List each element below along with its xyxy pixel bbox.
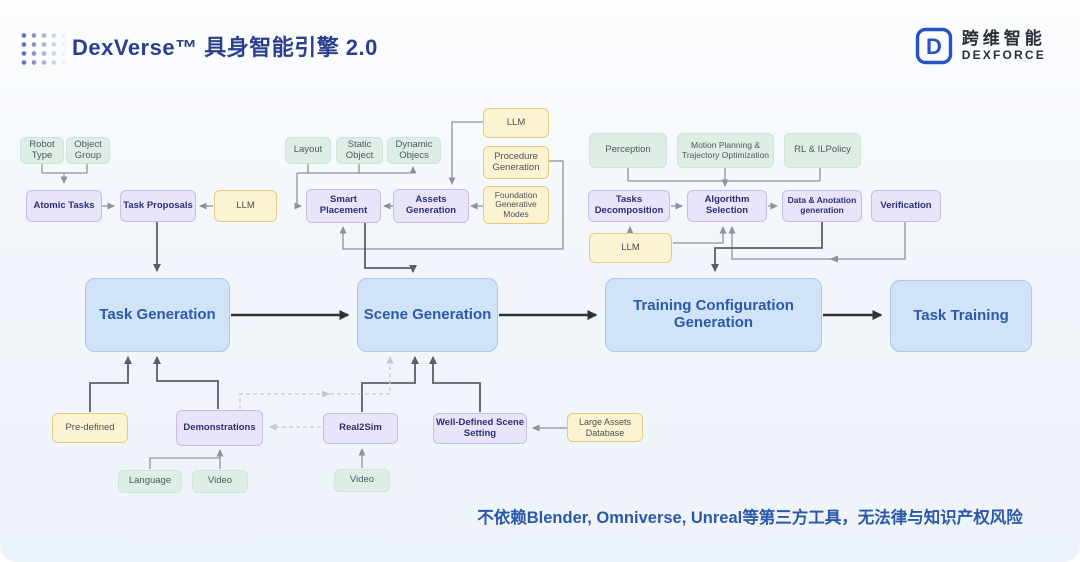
node-label: Motion Planning & Trajectory Optimizatio… — [681, 139, 770, 160]
node-label: Well-Defined Scene Setting — [436, 416, 524, 439]
mid-arrowhead-verification — [829, 255, 838, 263]
node-label: LLM — [236, 199, 255, 211]
dexforce-logo-icon: D — [915, 27, 952, 65]
node-label: Task Generation — [99, 305, 216, 323]
node-static-object: Static Object — [336, 137, 383, 164]
node-data-anotation-generation: Data & Anotation generation — [782, 190, 862, 222]
node-llm-top: LLM — [483, 108, 549, 138]
node-language: Language — [118, 470, 182, 493]
node-rl-il-policy: RL & ILPolicy — [784, 133, 861, 168]
node-label: Large Assets Database — [578, 417, 632, 438]
node-task-training: Task Training — [890, 280, 1032, 352]
node-well-defined-scene-setting: Well-Defined Scene Setting — [433, 413, 527, 444]
node-robot-type: Robot Type — [20, 137, 64, 164]
node-dynamic-objects: Dynamic Objecs — [387, 137, 441, 164]
node-foundation-generative-modes: Foundation Generative Modes — [483, 186, 549, 224]
node-algorithm-selection: Algorithm Selection — [687, 190, 767, 222]
svg-text:D: D — [926, 34, 942, 59]
node-label: Algorithm Selection — [704, 194, 750, 216]
mid-arrowhead-dashed — [322, 390, 331, 398]
node-object-group: Object Group — [66, 137, 110, 164]
node-label: Real2Sim — [339, 422, 382, 434]
node-pre-defined: Pre-defined — [52, 413, 128, 443]
node-label: Assets Generation — [405, 194, 457, 216]
page-title: DexVerse™ 具身智能引擎 2.0 — [72, 35, 378, 60]
dark-connectors — [89, 222, 823, 412]
node-llm-left: LLM — [214, 190, 277, 222]
node-large-assets-database: Large Assets Database — [567, 413, 643, 442]
node-label: Demonstrations — [183, 421, 256, 433]
node-label: Layout — [293, 144, 323, 156]
node-procedure-generation: Procedure Generation — [483, 146, 549, 179]
node-demonstrations: Demonstrations — [176, 410, 263, 446]
node-label: Procedure Generation — [492, 150, 540, 173]
node-label: Foundation Generative Modes — [494, 189, 538, 219]
node-label: Atomic Tasks — [33, 199, 95, 211]
node-label: Static Object — [345, 138, 374, 161]
node-label: Language — [128, 475, 172, 487]
node-label: LLM — [621, 241, 640, 253]
company-logo: D 跨维智能 DEXFORCE — [914, 26, 1046, 66]
node-label: Dynamic Objecs — [395, 138, 433, 161]
node-label: Video — [349, 474, 375, 486]
node-llm-right: LLM — [589, 233, 672, 263]
node-label: Pre-defined — [65, 421, 115, 433]
node-label: RL & ILPolicy — [794, 144, 851, 156]
node-assets-generation: Assets Generation — [393, 189, 469, 223]
node-label: Verification — [880, 199, 932, 211]
node-video-mid: Video — [334, 469, 390, 492]
node-real2sim: Real2Sim — [323, 413, 398, 444]
node-perception: Perception — [589, 133, 667, 168]
node-smart-placement: Smart Placement — [306, 189, 381, 223]
node-label: Training Configuration Generation — [633, 297, 794, 331]
node-task-generation: Task Generation — [85, 278, 230, 352]
node-layout: Layout — [285, 137, 331, 164]
logo-text: 跨维智能 DEXFORCE — [961, 29, 1046, 62]
node-label: Video — [207, 475, 233, 487]
node-scene-generation: Scene Generation — [357, 278, 498, 352]
node-label: Tasks Decomposition — [594, 194, 664, 216]
dot-grid-decoration — [17, 29, 65, 65]
node-label: Task Training — [913, 306, 1009, 324]
node-label: Robot Type — [29, 138, 55, 161]
node-label: Data & Anotation generation — [787, 195, 857, 215]
node-verification: Verification — [871, 190, 941, 222]
node-video-left: Video — [192, 470, 248, 493]
node-motion-planning: Motion Planning & Trajectory Optimizatio… — [677, 133, 774, 168]
node-label: Scene Generation — [363, 305, 492, 323]
logo-company-cn: 跨维智能 — [961, 29, 1046, 49]
node-label: LLM — [506, 116, 526, 128]
node-label: Object Group — [74, 138, 102, 161]
footnote-text: 不依赖Blender, Omniverse, Unreal等第三方工具，无法律与… — [477, 509, 1023, 527]
logo-company-en: DEXFORCE — [961, 47, 1046, 62]
node-training-configuration-generation: Training Configuration Generation — [605, 278, 822, 352]
node-tasks-decomposition: Tasks Decomposition — [588, 190, 670, 222]
node-label: Smart Placement — [319, 194, 368, 216]
node-task-proposals: Task Proposals — [120, 190, 196, 222]
gray-connectors — [41, 121, 906, 469]
node-label: Task Proposals — [123, 199, 193, 211]
dashed-connectors — [239, 356, 394, 431]
node-atomic-tasks: Atomic Tasks — [26, 190, 102, 222]
node-label: Perception — [605, 144, 651, 156]
